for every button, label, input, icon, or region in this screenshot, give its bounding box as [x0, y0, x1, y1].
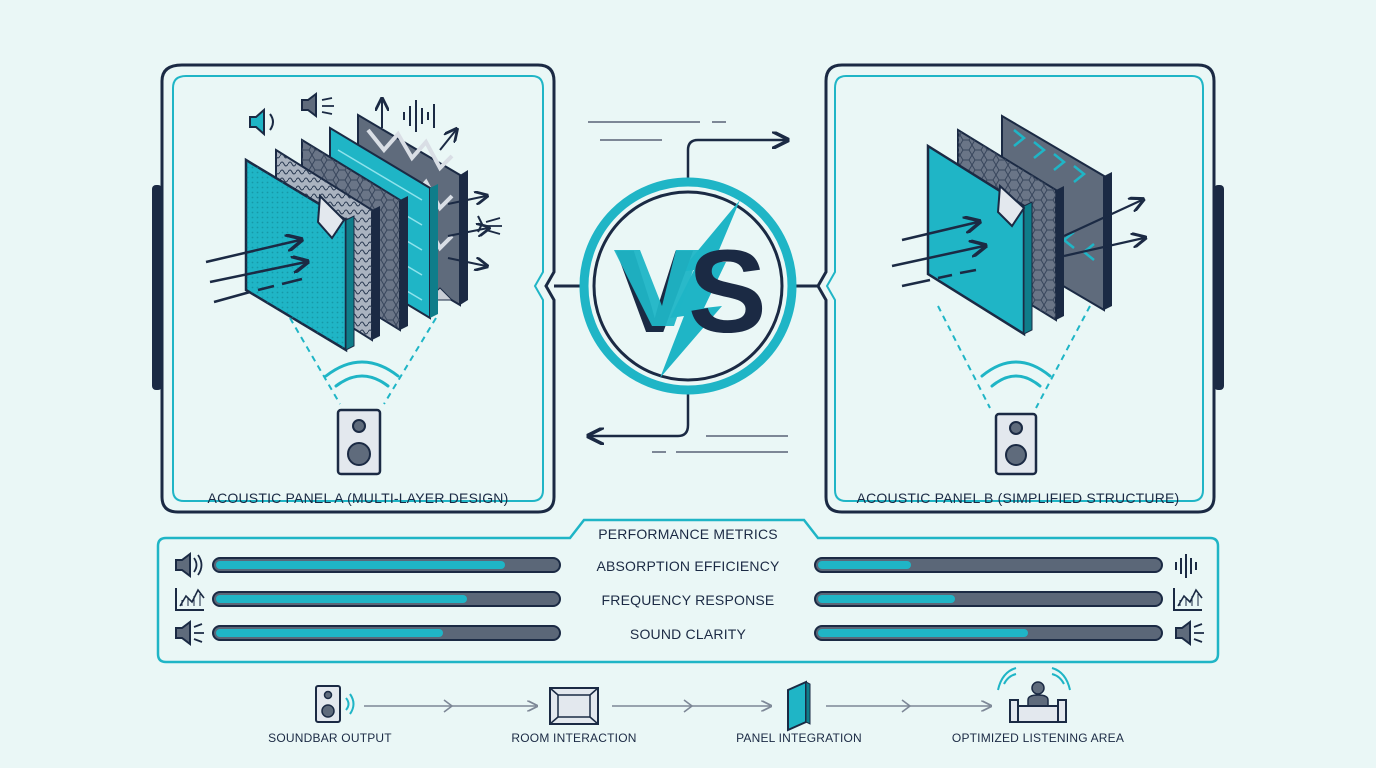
panel-a-layers-illustration: [205, 92, 502, 476]
sound-wave-icon: [403, 100, 435, 132]
metric-bar-b-frequency: [814, 591, 1163, 607]
speaker-clarity-icon: [175, 620, 204, 646]
diffuse-icon: [477, 215, 502, 235]
panel-icon: [787, 680, 811, 732]
speaker-icon: [994, 412, 1038, 476]
room-icon: [549, 687, 599, 725]
metric-label-absorption: ABSORPTION EFFICIENCY: [596, 558, 780, 574]
sound-wave-icon: [1175, 554, 1197, 578]
flow-label-optimized-listening-area: OPTIMIZED LISTENING AREA: [951, 731, 1125, 745]
flow-label-room-interaction: ROOM INTERACTION: [511, 731, 637, 745]
speaker-icon: [336, 408, 382, 476]
speaker-icon: [315, 685, 355, 723]
panel-b-layers-illustration: [891, 114, 1144, 476]
listener-sofa-icon: [997, 667, 1071, 723]
frequency-graph-icon: [175, 588, 205, 611]
metric-bar-b-absorption: [814, 557, 1163, 573]
metrics-frame: [156, 518, 1220, 664]
metric-bar-a-absorption: [212, 557, 561, 573]
vs-badge: VS: [554, 121, 818, 453]
panel-a-title: ACOUSTIC PANEL A (MULTI-LAYER DESIGN): [207, 490, 509, 506]
metric-label-frequency: FREQUENCY RESPONSE: [601, 592, 775, 608]
metric-bar-a-clarity: [212, 625, 561, 641]
flow-label-soundbar-output: SOUNDBAR OUTPUT: [268, 731, 392, 745]
metrics-title: PERFORMANCE METRICS: [598, 526, 778, 542]
speaker-volume-icon: [175, 552, 203, 578]
flow-diagram: [315, 667, 1071, 732]
metric-label-clarity: SOUND CLARITY: [629, 626, 747, 642]
metrics-icons: [175, 552, 1204, 646]
metric-bar-b-clarity: [814, 625, 1163, 641]
speaker-mute-icon: [301, 92, 334, 118]
flow-label-panel-integration: PANEL INTEGRATION: [736, 731, 862, 745]
speaker-volume-icon: [249, 107, 274, 137]
panel-b-title: ACOUSTIC PANEL B (SIMPLIFIED STRUCTURE): [856, 490, 1180, 506]
metric-bar-a-frequency: [212, 591, 561, 607]
speaker-clarity-icon: [1175, 620, 1204, 646]
frequency-graph-icon: [1173, 588, 1203, 611]
